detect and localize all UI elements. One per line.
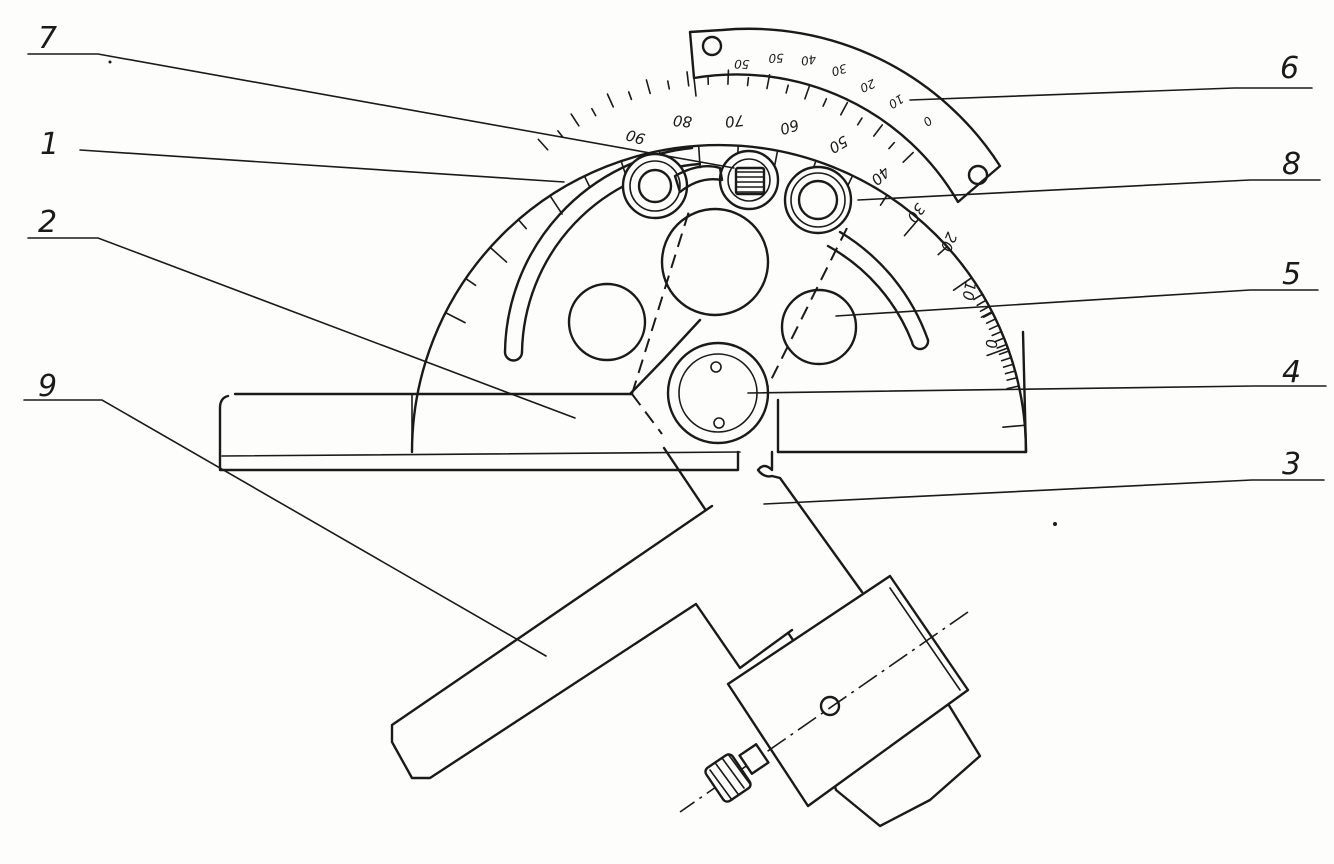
main-scale-tick xyxy=(879,194,888,206)
callout-8: 8 xyxy=(1282,147,1301,182)
main-scale-label: 60 xyxy=(778,115,802,138)
fine-tick xyxy=(998,350,1010,356)
vernier-tick xyxy=(627,91,633,101)
callout-9: 9 xyxy=(38,369,57,404)
fine-tick xyxy=(1006,376,1018,381)
fine-tick xyxy=(1004,370,1016,375)
main-scale-label: 50 xyxy=(826,132,852,157)
hidden-line-lower xyxy=(631,393,663,435)
vernier-tick xyxy=(785,84,790,94)
hidden-line-right xyxy=(761,225,849,399)
vernier-scale-labels: 50 40 30 20 10 0 50 xyxy=(734,51,935,129)
vernier-tick xyxy=(686,71,690,87)
vernier-label: 50 xyxy=(768,51,784,66)
callout-1: 1 xyxy=(40,127,59,162)
lock-screw-center xyxy=(673,149,780,211)
main-scale-tick xyxy=(444,311,466,324)
main-scale-label: 10 xyxy=(958,280,979,302)
callout-2: 2 xyxy=(38,205,57,240)
vernier-tick xyxy=(746,76,750,87)
fine-tick xyxy=(976,299,987,307)
speck xyxy=(1053,522,1057,526)
vernier-tick xyxy=(666,80,671,90)
main-scale-label: 20 xyxy=(937,230,961,255)
callout-7: 7 xyxy=(38,21,57,56)
vernier-tick xyxy=(645,79,651,95)
fine-tick xyxy=(973,293,984,301)
fine-tick xyxy=(993,337,1005,343)
fine-tick xyxy=(996,343,1008,349)
main-scale-tick xyxy=(937,245,948,256)
vernier-plate xyxy=(537,27,1002,204)
main-scale-tick xyxy=(583,175,591,188)
fine-tick xyxy=(982,311,994,318)
clamp-block xyxy=(679,574,982,828)
fine-tick xyxy=(988,324,1000,331)
main-scale-tick xyxy=(986,347,1009,357)
vernier-tick xyxy=(537,138,549,151)
callout-labels: 7 1 2 9 6 8 5 4 3 xyxy=(38,21,1301,482)
knurled-screw xyxy=(704,743,770,803)
main-scale-tick xyxy=(903,218,920,237)
vernier-tick xyxy=(888,141,896,150)
fine-tick xyxy=(991,330,1003,337)
center-hole xyxy=(660,207,770,317)
main-scale-tick xyxy=(517,218,528,230)
main-scale-label: 90 xyxy=(624,126,647,149)
vernier-tick xyxy=(766,73,771,90)
fine-tick xyxy=(1000,356,1012,362)
main-scale-label: 30 xyxy=(903,200,929,226)
vernier-tick xyxy=(591,107,597,117)
hidden-line-left xyxy=(631,207,691,395)
vernier-tick xyxy=(570,113,580,127)
vernier-label: 40 xyxy=(800,52,818,68)
callout-3: 3 xyxy=(1282,447,1301,482)
speck xyxy=(108,60,112,64)
lock-screw-right xyxy=(783,165,853,235)
vernier-scale-ticks xyxy=(537,69,915,163)
right-hole xyxy=(780,288,858,366)
square-blade xyxy=(390,504,794,780)
vernier-tick xyxy=(902,151,915,163)
vernier-label: 30 xyxy=(829,61,848,79)
vernier-tick xyxy=(839,101,849,116)
main-scale-tick xyxy=(464,277,477,287)
main-scale-tick xyxy=(489,246,508,263)
main-scale-tick xyxy=(952,276,973,291)
vernier-label: 50 xyxy=(734,57,750,72)
vernier-tick xyxy=(557,130,564,138)
vernier-tick xyxy=(804,84,811,100)
vernier-tick xyxy=(606,93,615,108)
leader-lines xyxy=(23,53,1327,657)
main-scale-label: 80 xyxy=(672,111,693,131)
base-ruler xyxy=(218,392,741,472)
main-scale-tick xyxy=(549,194,563,215)
fine-tick xyxy=(985,318,997,325)
callout-6: 6 xyxy=(1280,51,1299,86)
fine-tick xyxy=(1002,363,1015,368)
callout-4: 4 xyxy=(1282,355,1301,390)
left-hole xyxy=(567,282,647,362)
main-scale-label: 0 xyxy=(982,339,1000,349)
vernier-tick xyxy=(872,124,884,137)
vernier-tick xyxy=(856,117,863,126)
vernier-tick xyxy=(822,98,828,107)
callout-5: 5 xyxy=(1282,257,1301,292)
main-scale-label: 70 xyxy=(724,111,745,131)
main-scale-tick xyxy=(980,310,993,318)
main-scale-tick xyxy=(1002,424,1026,428)
vernier-label: 20 xyxy=(857,76,877,95)
main-scale-tick xyxy=(1006,385,1020,390)
